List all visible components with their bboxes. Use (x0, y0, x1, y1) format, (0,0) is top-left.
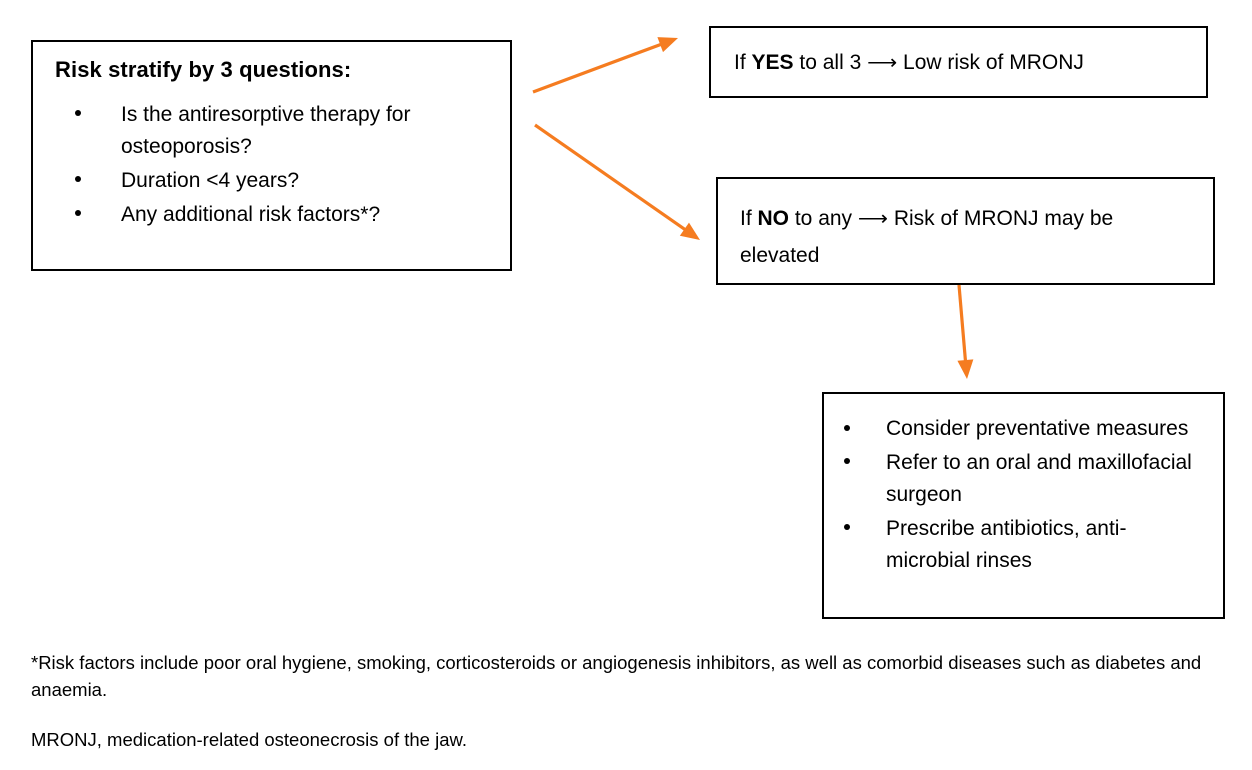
footnote-abbreviation: MRONJ, medication-related osteonecrosis … (31, 728, 467, 750)
list-item: Any additional risk factors*? (33, 199, 510, 231)
list-item: Refer to an oral and maxillofacial surge… (824, 447, 1223, 512)
arrow-to-yes-shaft (532, 42, 664, 94)
footnotes: *Risk factors include poor oral hygiene,… (31, 650, 1226, 753)
action-item-label: Prescribe antibiotics, anti-microbial ri… (886, 516, 1127, 573)
yes-prefix: If (734, 50, 752, 74)
bullet-icon (75, 109, 81, 116)
footnote-risk-factors: *Risk factors include poor oral hygiene,… (31, 652, 1202, 700)
no-prefix: If (740, 207, 758, 230)
question-box-heading: Risk stratify by 3 questions: (55, 57, 352, 82)
list-item: Consider preventative measures (824, 413, 1223, 446)
arrow-to-no-shaft (534, 123, 688, 233)
low-risk-outcome-text: If YES to all 3 ⟶ Low risk of MRONJ (711, 50, 1084, 75)
question-list: Is the antiresorptive therapy for osteop… (33, 83, 510, 231)
action-item-label: Consider preventative measures (886, 417, 1189, 440)
low-risk-outcome-box: If YES to all 3 ⟶ Low risk of MRONJ (709, 26, 1208, 98)
bullet-icon (75, 209, 81, 216)
question-box: Risk stratify by 3 questions: Is the ant… (31, 40, 512, 271)
no-suffix: to any ⟶ Risk of MRONJ may be elevated (740, 207, 1114, 267)
question-item-label: Is the antiresorptive therapy for osteop… (121, 103, 411, 158)
elevated-risk-outcome-text: If NO to any ⟶ Risk of MRONJ may be elev… (718, 179, 1213, 275)
list-item: Prescribe antibiotics, anti-microbial ri… (824, 513, 1223, 578)
no-emphasis: NO (757, 207, 790, 230)
list-item: Duration <4 years? (33, 165, 510, 197)
bullet-icon (844, 424, 850, 431)
bullet-icon (844, 458, 850, 465)
elevated-risk-outcome-box: If NO to any ⟶ Risk of MRONJ may be elev… (716, 177, 1215, 285)
actions-list: Consider preventative measures Refer to … (824, 394, 1223, 578)
arrow-to-yes-head (657, 37, 678, 53)
yes-suffix: to all 3 ⟶ Low risk of MRONJ (793, 50, 1084, 74)
arrow-to-no-head (679, 222, 700, 240)
question-item-label: Any additional risk factors*? (121, 202, 381, 226)
actions-box: Consider preventative measures Refer to … (822, 392, 1225, 619)
arrow-to-actions-head (957, 359, 974, 379)
bullet-icon (844, 524, 850, 531)
arrow-to-actions-shaft (957, 284, 968, 364)
bullet-icon (75, 175, 81, 182)
action-item-label: Refer to an oral and maxillofacial surge… (886, 450, 1192, 507)
list-item: Is the antiresorptive therapy for osteop… (33, 99, 510, 163)
yes-emphasis: YES (751, 50, 794, 74)
question-item-label: Duration <4 years? (121, 168, 300, 192)
